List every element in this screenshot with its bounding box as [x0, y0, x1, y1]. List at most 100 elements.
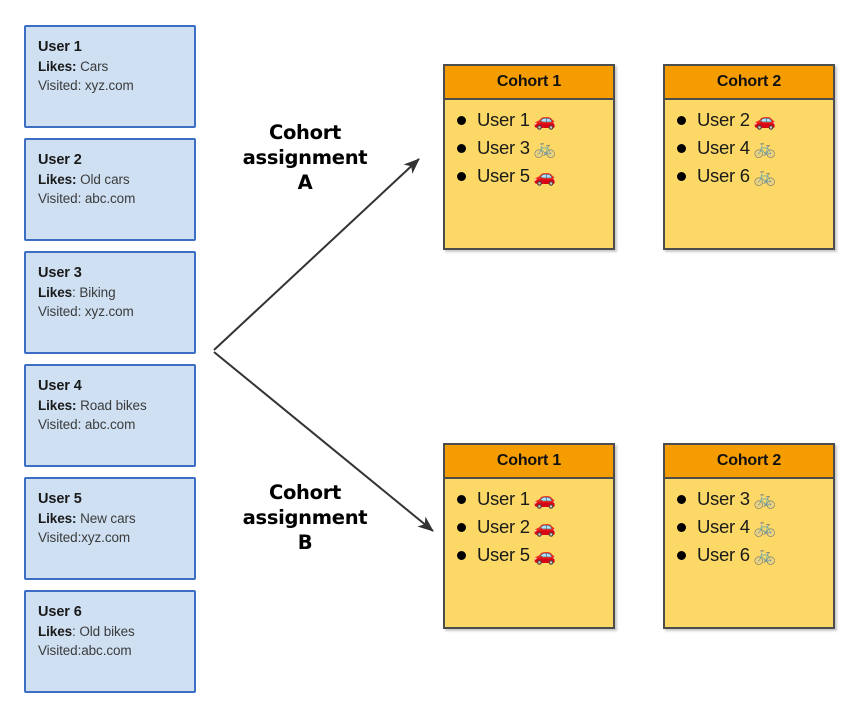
bullet-icon: [457, 115, 466, 125]
visited-value: xyz.com: [81, 530, 131, 545]
cohort-member: User 6 🚲: [665, 541, 833, 569]
user-likes: Likes: New cars: [38, 509, 194, 528]
user-likes: Likes: Road bikes: [38, 396, 194, 415]
cohort-title: Cohort 1: [445, 445, 613, 479]
car-icon: 🚗: [533, 545, 556, 565]
member-label: User 4: [697, 516, 750, 537]
user-name: User 5: [38, 491, 82, 507]
likes-value: Cars: [80, 59, 109, 74]
cohort-member: User 4 🚲: [665, 134, 833, 162]
visited-value: abc.com: [84, 417, 136, 432]
user-card[interactable]: User 2 Likes: Old cars Visited: abc.com: [24, 138, 196, 241]
member-label: User 5: [477, 544, 530, 565]
bullet-icon: [457, 522, 466, 532]
user-visited: Visited: xyz.com: [38, 76, 194, 95]
assignment-a-label-line2: assignment: [242, 146, 368, 169]
visited-label: Visited:: [38, 191, 82, 206]
user-likes: Likes: Biking: [38, 283, 194, 302]
cohort-member-list: User 3 🚲 User 4 🚲 User 6 🚲: [665, 479, 833, 569]
user-likes: Likes: Old bikes: [38, 622, 194, 641]
bullet-icon: [677, 115, 686, 125]
visited-value: abc.com: [81, 643, 132, 658]
user-name: User 3: [38, 265, 82, 281]
likes-label: Likes: [38, 285, 73, 300]
cohort-box-a1[interactable]: Cohort 1 User 1 🚗 User 3 🚲 User 5 🚗: [443, 64, 615, 250]
user-card[interactable]: User 4 Likes: Road bikes Visited: abc.co…: [24, 364, 196, 467]
cohort-title: Cohort 2: [665, 66, 833, 100]
bullet-icon: [677, 550, 686, 560]
user-card[interactable]: User 1 Likes: Cars Visited: xyz.com: [24, 25, 196, 128]
user-name: User 1: [38, 39, 82, 55]
member-label: User 2: [477, 516, 530, 537]
likes-label: Likes:: [38, 59, 77, 74]
cohort-member: User 2 🚗: [445, 513, 613, 541]
arrow-to-assignment-b: [213, 351, 434, 532]
visited-label: Visited:: [38, 304, 82, 319]
user-card[interactable]: User 6 Likes: Old bikes Visited:abc.com: [24, 590, 196, 693]
assignment-b-label: Cohort assignment B: [215, 480, 395, 555]
cohort-box-b1[interactable]: Cohort 1 User 1 🚗 User 2 🚗 User 5 🚗: [443, 443, 615, 629]
cohort-member: User 4 🚲: [665, 513, 833, 541]
cohort-member: User 3 🚲: [445, 134, 613, 162]
user-likes: Likes: Cars: [38, 57, 194, 76]
member-label: User 6: [697, 544, 750, 565]
member-label: User 2: [697, 109, 750, 130]
likes-label: Likes: [38, 624, 73, 639]
user-visited: Visited:xyz.com: [38, 528, 194, 547]
likes-value: Road bikes: [80, 398, 147, 413]
assignment-b-label-line1: Cohort: [268, 481, 342, 504]
car-icon: 🚗: [533, 517, 556, 537]
likes-label: Likes:: [38, 172, 77, 187]
cohort-member: User 5 🚗: [445, 541, 613, 569]
cohort-member-list: User 1 🚗 User 2 🚗 User 5 🚗: [445, 479, 613, 569]
car-icon: 🚗: [533, 166, 556, 186]
user-name: User 6: [38, 604, 82, 620]
user-name: User 4: [38, 378, 82, 394]
cohort-member: User 6 🚲: [665, 162, 833, 190]
car-icon: 🚗: [533, 489, 556, 509]
member-label: User 1: [477, 109, 530, 130]
bicycle-icon: 🚲: [753, 138, 776, 158]
bullet-icon: [677, 171, 686, 181]
member-label: User 4: [697, 137, 750, 158]
user-likes: Likes: Old cars: [38, 170, 194, 189]
cohort-member: User 5 🚗: [445, 162, 613, 190]
assignment-a-label-line3: A: [297, 171, 313, 194]
bicycle-icon: 🚲: [533, 138, 556, 158]
member-label: User 1: [477, 488, 530, 509]
bicycle-icon: 🚲: [753, 489, 776, 509]
bullet-icon: [677, 143, 686, 153]
bullet-icon: [457, 550, 466, 560]
bicycle-icon: 🚲: [753, 517, 776, 537]
cohort-member: User 1 🚗: [445, 106, 613, 134]
cohort-member-list: User 2 🚗 User 4 🚲 User 6 🚲: [665, 100, 833, 190]
user-card[interactable]: User 3 Likes: Biking Visited: xyz.com: [24, 251, 196, 354]
arrow-to-assignment-a: [213, 158, 420, 351]
user-visited: Visited: abc.com: [38, 189, 194, 208]
user-name: User 2: [38, 152, 82, 168]
likes-value: Old cars: [80, 172, 130, 187]
member-label: User 3: [477, 137, 530, 158]
cohort-member: User 3 🚲: [665, 485, 833, 513]
cohort-member-list: User 1 🚗 User 3 🚲 User 5 🚗: [445, 100, 613, 190]
bicycle-icon: 🚲: [753, 545, 776, 565]
member-label: User 5: [477, 165, 530, 186]
bullet-icon: [677, 494, 686, 504]
car-icon: 🚗: [533, 110, 556, 130]
bullet-icon: [677, 522, 686, 532]
user-card[interactable]: User 5 Likes: New cars Visited:xyz.com: [24, 477, 196, 580]
bullet-icon: [457, 494, 466, 504]
bullet-icon: [457, 143, 466, 153]
cohort-box-a2[interactable]: Cohort 2 User 2 🚗 User 4 🚲 User 6 🚲: [663, 64, 835, 250]
cohort-member: User 2 🚗: [665, 106, 833, 134]
cohort-title: Cohort 2: [665, 445, 833, 479]
bicycle-icon: 🚲: [753, 166, 776, 186]
cohort-box-b2[interactable]: Cohort 2 User 3 🚲 User 4 🚲 User 6 🚲: [663, 443, 835, 629]
cohort-title: Cohort 1: [445, 66, 613, 100]
visited-label: Visited:: [38, 643, 82, 658]
user-visited: Visited:abc.com: [38, 641, 194, 660]
assignment-b-label-line3: B: [297, 531, 313, 554]
visited-value: xyz.com: [84, 304, 134, 319]
